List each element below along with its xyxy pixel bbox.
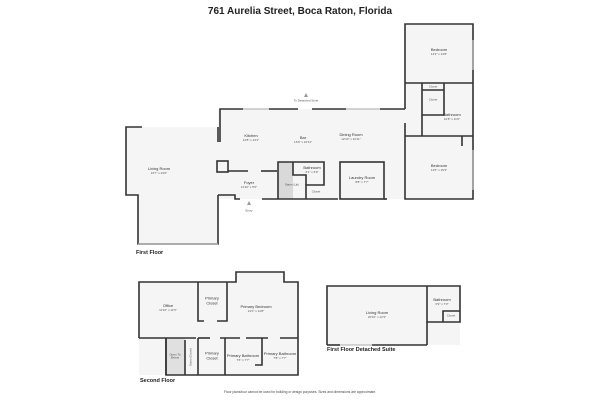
detached-suite-label: First Floor Detached Suite xyxy=(327,347,396,353)
stairs-down: Stairs (Down) xyxy=(188,347,193,367)
open-to-below: Open To Below xyxy=(169,352,181,360)
room-primary-closet-1: Primary Closet xyxy=(205,295,219,305)
room-closet-2: Closet xyxy=(428,84,438,89)
second-floor-label: Second Floor xyxy=(140,378,176,384)
entry-label: Entry xyxy=(245,208,253,213)
property-address-title: 761 Aurelia Street, Boca Raton, Florida xyxy=(207,6,393,17)
room-closet: Closet xyxy=(311,189,321,194)
stairs-up: Stairs (Up) xyxy=(284,182,300,187)
room-primary-closet-2: Primary Closet xyxy=(205,350,219,360)
first-floor-label: First Floor xyxy=(136,250,164,256)
stairs-up-area xyxy=(278,162,293,199)
room-closet-3: Closet xyxy=(428,97,438,102)
disclaimer: Floor plans/tour cannot be used for buil… xyxy=(224,390,376,394)
room-suite-closet: Closet xyxy=(446,313,456,318)
to-detached-suite-label: To Detached Suite xyxy=(293,98,319,103)
